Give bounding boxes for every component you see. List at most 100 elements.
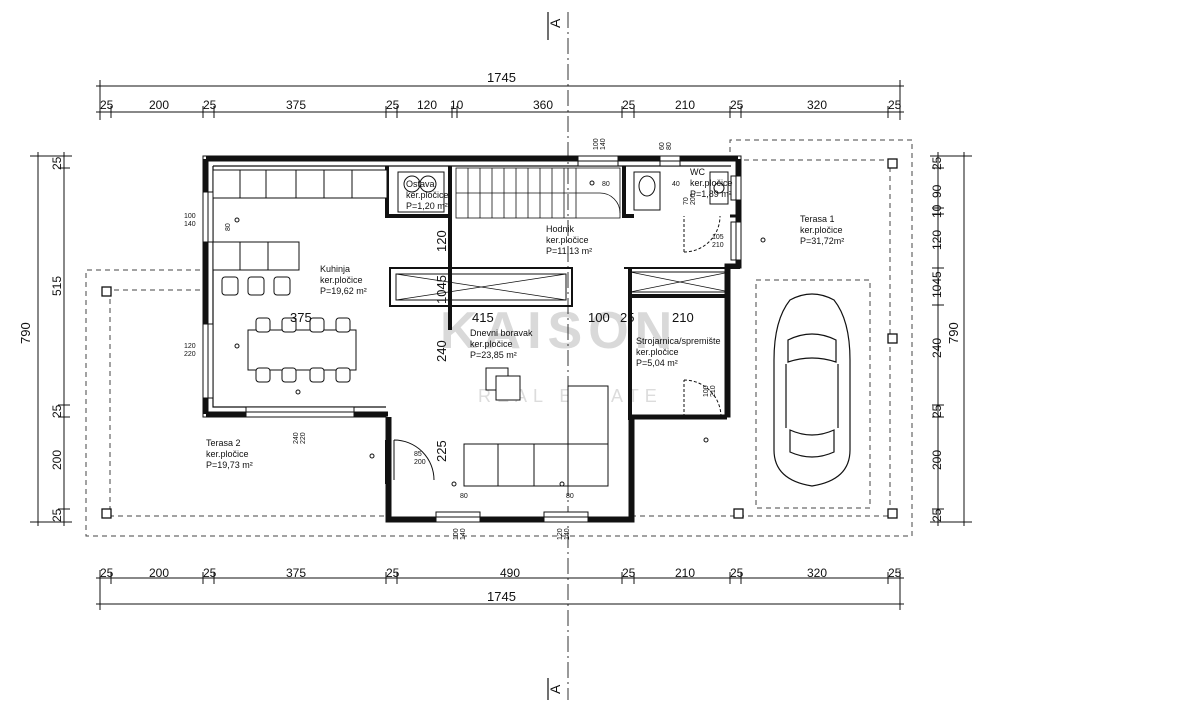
- left-dimension-texts: 25 515 25 200 25: [50, 156, 64, 522]
- watermark: KAISON REAL ESTATE: [440, 302, 678, 406]
- top-dim-text: 200: [149, 98, 169, 112]
- columns: [101, 158, 898, 519]
- opening-width: 105: [712, 234, 724, 241]
- living-furniture: [463, 367, 609, 487]
- interior-dim-text: 100: [588, 310, 610, 325]
- doors: [385, 215, 722, 484]
- room-name: Dnevni boravak: [470, 328, 533, 338]
- right-dim-text: 120: [930, 230, 944, 250]
- room-area: P=31,72m²: [800, 236, 844, 246]
- room-area: P=19,73 m²: [206, 460, 253, 470]
- left-dim-text: 25: [50, 156, 64, 170]
- interior-dim-text: 375: [290, 310, 312, 325]
- interior-dim-text: 240: [434, 340, 449, 362]
- room-name: Terasa 2: [206, 438, 241, 448]
- opening-height: 220: [184, 351, 196, 358]
- right-dim-text: 25: [930, 156, 944, 170]
- top-dimension-chain: [96, 80, 904, 120]
- car-symbol: [773, 293, 851, 487]
- room-finish: ker.pločice: [800, 225, 843, 235]
- staircase: [455, 167, 621, 219]
- room-area: P=23,85 m²: [470, 350, 517, 360]
- top-dim-text: 25: [730, 98, 744, 112]
- top-dim-text: 25: [100, 98, 114, 112]
- right-dim-text: 1045: [930, 271, 944, 298]
- right-dim-text: 10: [930, 204, 944, 218]
- windows: [202, 155, 742, 523]
- room-finish: ker.pločice: [320, 275, 363, 285]
- opening-width: 100: [184, 213, 196, 220]
- interior-dim-text: 1045: [434, 275, 449, 304]
- room-area: P=1,20 m²: [406, 201, 448, 211]
- bottom-dimension-chain: [96, 570, 904, 610]
- watermark-sub: REAL ESTATE: [478, 386, 663, 406]
- top-dim-text: 375: [286, 98, 306, 112]
- bottom-dim-text: 25: [622, 566, 636, 580]
- right-dim-text: 25: [930, 404, 944, 418]
- top-dim-text: 320: [807, 98, 827, 112]
- section-marker-top: A: [547, 18, 563, 28]
- sanitary-fixtures: [397, 171, 729, 213]
- top-dim-text: 10: [450, 98, 464, 112]
- opening-width: 85: [414, 451, 422, 458]
- top-dim-text: 120: [417, 98, 437, 112]
- opening-height: 200: [414, 459, 426, 466]
- room-finish: ker.pločice: [470, 339, 513, 349]
- bottom-dim-text: 210: [675, 566, 695, 580]
- right-dim-text: 90: [930, 184, 944, 198]
- opening-height: 140: [460, 528, 467, 540]
- room-finish: ker.pločice: [546, 235, 589, 245]
- interior-dim-text: 25: [620, 310, 634, 325]
- misc-label: 80: [566, 493, 574, 500]
- opening-height: 220: [300, 432, 307, 444]
- bottom-dim-text: 25: [730, 566, 744, 580]
- top-total-dim: 1745: [487, 70, 516, 85]
- room-finish: ker.pločice: [206, 449, 249, 459]
- left-dim-text: 25: [50, 508, 64, 522]
- right-dim-text: 240: [930, 338, 944, 358]
- watermark-main: KAISON: [440, 302, 678, 360]
- interior-dim-text: 120: [434, 230, 449, 252]
- bottom-dim-text: 25: [203, 566, 217, 580]
- bottom-dim-text: 375: [286, 566, 306, 580]
- interior-dim-text: 415: [472, 310, 494, 325]
- opening-height: 200: [690, 193, 697, 205]
- opening-width: 70: [683, 197, 690, 205]
- room-area: P=5,04 m²: [636, 358, 678, 368]
- top-dim-text: 360: [533, 98, 553, 112]
- bottom-dim-text: 25: [100, 566, 114, 580]
- top-dim-text: 25: [622, 98, 636, 112]
- left-dim-text: 200: [50, 450, 64, 470]
- left-dim-text: 25: [50, 404, 64, 418]
- left-total-dim: 790: [18, 322, 33, 344]
- bottom-dim-text: 320: [807, 566, 827, 580]
- room-finish: ker.pločice: [406, 190, 449, 200]
- room-finish: ker.pločice: [690, 178, 733, 188]
- room-name: Terasa 1: [800, 214, 835, 224]
- opening-height: 210: [710, 385, 717, 397]
- left-dim-text: 515: [50, 276, 64, 296]
- top-dim-text: 25: [386, 98, 400, 112]
- bottom-dim-text: 200: [149, 566, 169, 580]
- opening-height: 80: [666, 142, 673, 150]
- top-dim-text: 25: [203, 98, 217, 112]
- room-area: P=19,62 m²: [320, 286, 367, 296]
- room-finish: ker.pločice: [636, 347, 679, 357]
- opening-height: 140: [600, 138, 607, 150]
- misc-label: 80: [460, 493, 468, 500]
- bottom-dim-text: 25: [888, 566, 902, 580]
- opening-width: 120: [557, 528, 564, 540]
- opening-width: 100: [593, 138, 600, 150]
- right-dimension-texts: 25 90 10 120 1045 240 25 200 25: [930, 156, 944, 522]
- misc-label: 80: [225, 223, 232, 231]
- opening-height: 140: [564, 528, 571, 540]
- misc-label: 40: [672, 181, 680, 188]
- opening-height: 140: [184, 221, 196, 228]
- misc-label: 80: [602, 181, 610, 188]
- measure-markers: [234, 180, 766, 487]
- right-dim-text: 25: [930, 508, 944, 522]
- opening-width: 100: [703, 385, 710, 397]
- right-dim-text: 200: [930, 450, 944, 470]
